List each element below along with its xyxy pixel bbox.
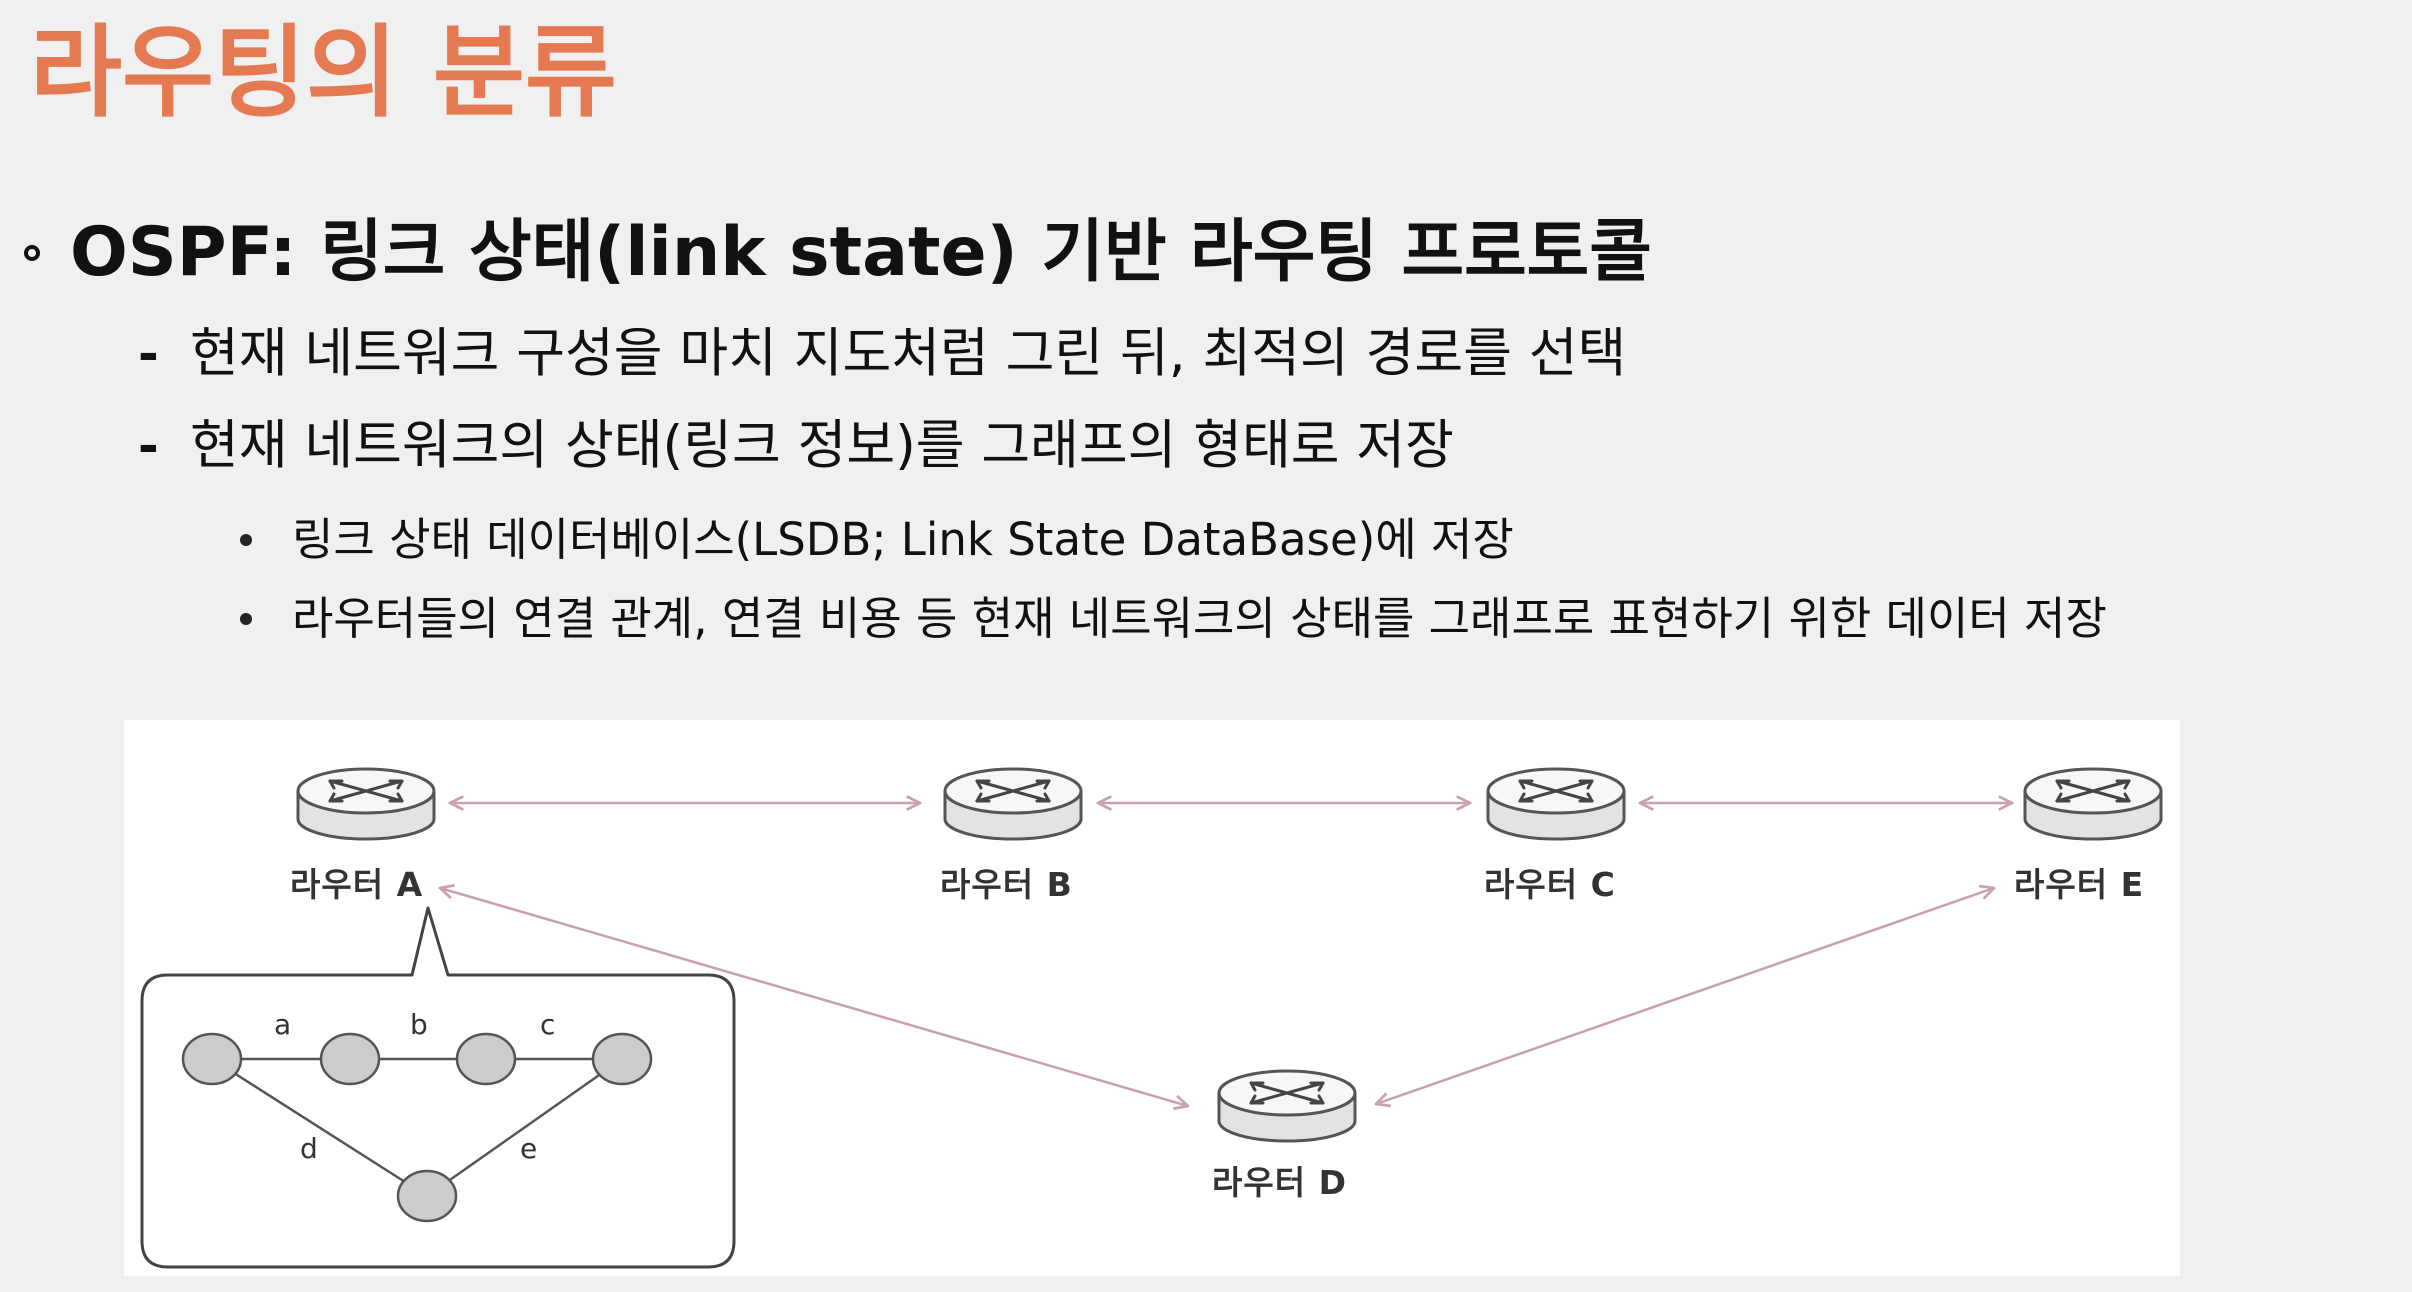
graph-node [455,1032,517,1086]
edge-label-a: a [274,1008,291,1041]
edge-label-b: b [410,1008,428,1041]
dash-bullet-icon: - [138,416,159,475]
router-a-icon [296,767,436,841]
dot-bullet-icon [240,613,252,625]
router-label-c: 라우터 C [1484,865,1616,904]
bullet-level3-item: 라우터들의 연결 관계, 연결 비용 등 현재 네트워크의 상태를 그래프로 표… [240,592,2107,646]
edge-label-e: e [520,1132,537,1165]
link-a-d [440,888,1188,1106]
page-title: 라우팅의 분류 [30,14,617,131]
bullet-level3-text: 링크 상태 데이터베이스(LSDB; Link State DataBase)에… [292,513,1514,566]
bullet-level1-text: OSPF: 링크 상태(link state) 기반 라우팅 프로토콜 [70,213,1652,292]
bullet-level1: OSPF: 링크 상태(link state) 기반 라우팅 프로토콜 [24,212,1652,294]
bullet-level2-text: 현재 네트워크의 상태(링크 정보)를 그래프의 형태로 저장 [190,415,1454,476]
link-e-d [1376,888,1994,1104]
edge-label-d: d [300,1132,318,1165]
router-label-a: 라우터 A [290,865,424,904]
graph-node [319,1032,381,1086]
router-c-icon [1486,767,1626,841]
bullet-level2-item: - 현재 네트워크 구성을 마치 지도처럼 그린 뒤, 최적의 경로를 선택 [138,322,1626,386]
bullet-level3-item: 링크 상태 데이터베이스(LSDB; Link State DataBase)에… [240,513,1514,567]
router-d-icon [1217,1069,1357,1143]
ospf-diagram: a b c d e 라우터 A 라우터 B 라우터 C 라우터 E 라우터 D [124,720,2180,1276]
router-e-icon [2023,767,2163,841]
speech-bubble [140,906,736,1269]
dash-bullet-icon: - [138,324,159,383]
hollow-circle-bullet-icon [24,244,40,261]
router-label-b: 라우터 B [940,865,1073,904]
graph-node [591,1032,653,1086]
bullet-level2-text: 현재 네트워크 구성을 마치 지도처럼 그린 뒤, 최적의 경로를 선택 [190,323,1627,384]
router-label-d: 라우터 D [1212,1163,1347,1202]
diagram-drawing: a b c d e [140,767,2163,1269]
router-b-icon [943,767,1083,841]
router-label-e: 라우터 E [2014,865,2145,904]
bullet-level3-text: 라우터들의 연결 관계, 연결 비용 등 현재 네트워크의 상태를 그래프로 표… [292,592,2107,645]
graph-node [396,1169,458,1223]
dot-bullet-icon [240,534,252,546]
graph-node [181,1032,243,1086]
bullet-level2-item: - 현재 네트워크의 상태(링크 정보)를 그래프의 형태로 저장 [138,414,1454,478]
edge-label-c: c [540,1008,555,1041]
